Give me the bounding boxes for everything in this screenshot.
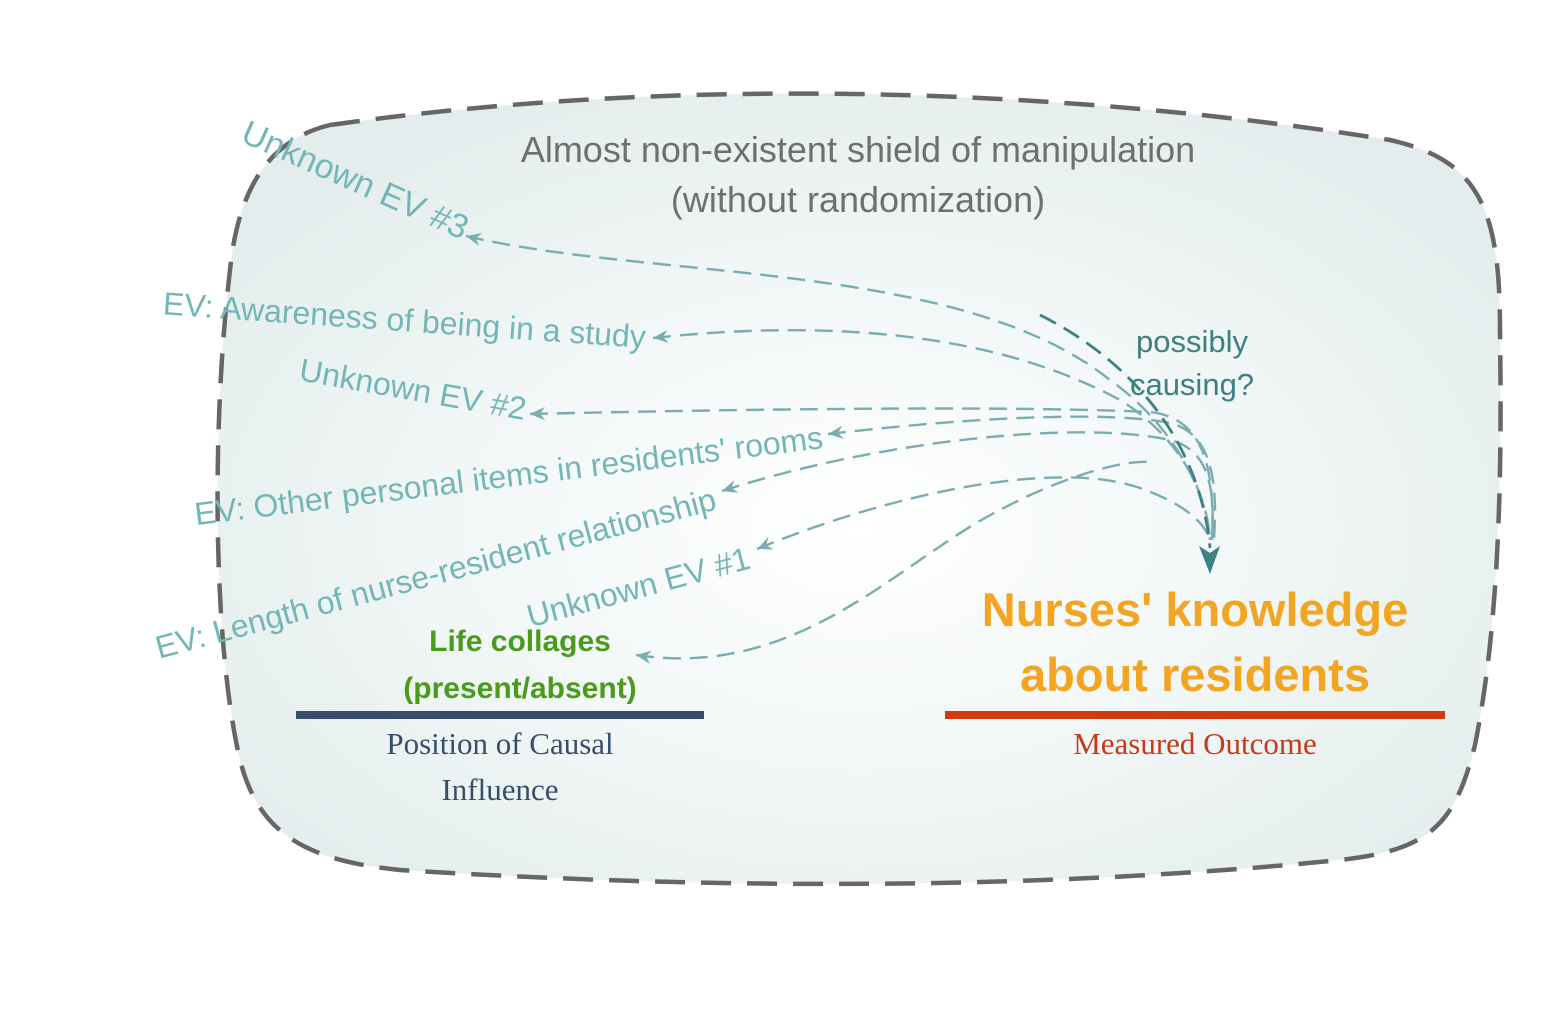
outcome-label-line1: Nurses' knowledge	[982, 583, 1408, 636]
iv-label-line2: (present/absent)	[403, 672, 636, 705]
outcome-underline	[945, 711, 1445, 719]
causal-note-line1: possibly	[1136, 324, 1248, 359]
arrow-ev-awareness-study	[652, 328, 1212, 541]
outcome-caption: Measured Outcome	[1073, 726, 1317, 761]
arrow-iv-curve	[635, 460, 1151, 664]
iv-underline	[296, 711, 704, 719]
arrow-unknown-ev-1	[756, 476, 1212, 551]
iv-caption-line1: Position of Causal	[386, 726, 613, 761]
main-causal-arrow	[1039, 313, 1212, 549]
iv-label-line1: Life collages	[429, 625, 611, 658]
iv-caption-line2: Influence	[441, 772, 558, 807]
main-arrowhead	[1199, 546, 1220, 574]
arrow-ev-relationship-length	[721, 431, 1214, 541]
shield-boundary	[215, 91, 1503, 887]
arrow-ev-personal-items	[827, 415, 1217, 541]
shield-title-line1: Almost non-existent shield of manipulati…	[521, 129, 1195, 170]
outcome-label-line2: about residents	[1020, 648, 1370, 701]
shield-title-line2: (without randomization)	[671, 179, 1045, 220]
arrow-unknown-ev-2	[529, 406, 1214, 541]
causal-note-line2: causing?	[1130, 367, 1254, 402]
